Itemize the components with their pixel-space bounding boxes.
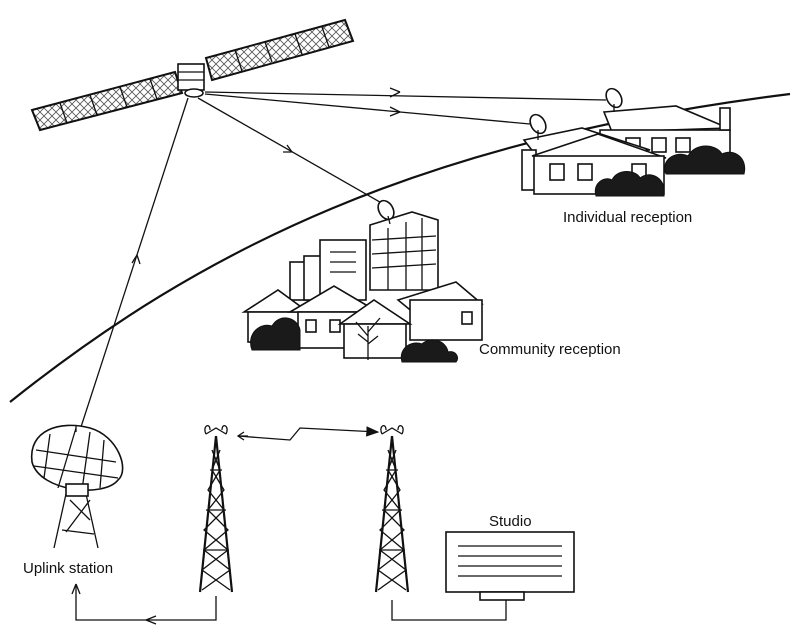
uplink-station-label: Uplink station <box>23 560 113 577</box>
studio-building <box>445 531 575 601</box>
individual-reception-houses <box>521 87 746 197</box>
dish-icon <box>529 113 547 135</box>
satellite-antenna <box>184 88 204 98</box>
studio-to-tower-link <box>391 600 507 621</box>
tower-to-uplink-link <box>75 584 217 621</box>
relay-tower-left <box>198 424 234 593</box>
satellite <box>30 18 355 132</box>
uplink-station-dish <box>31 424 124 549</box>
relay-tower-studio <box>374 424 410 593</box>
uplink-beam <box>79 97 189 431</box>
individual-reception-label: Individual reception <box>563 209 692 226</box>
studio-label: Studio <box>489 513 532 530</box>
downlink-beam-individual-far <box>204 91 607 101</box>
downlink-beam-individual-near <box>204 93 531 125</box>
satellite-body <box>177 63 205 91</box>
community-reception-town <box>241 199 484 363</box>
dish-icon <box>605 87 623 109</box>
community-reception-label: Community reception <box>479 341 621 358</box>
solar-panel-left <box>30 70 184 132</box>
microwave-link <box>236 426 380 441</box>
dish-icon <box>377 199 395 221</box>
solar-panel-right <box>204 18 355 82</box>
